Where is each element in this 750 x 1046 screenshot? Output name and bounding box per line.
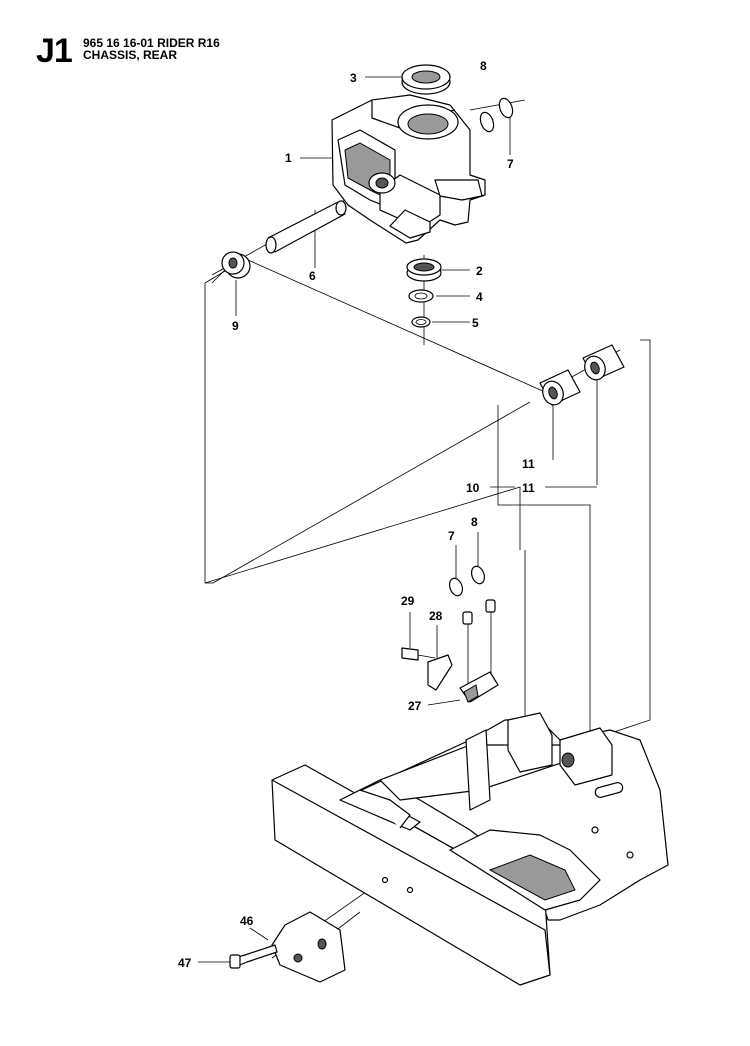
callout-47: 47 (178, 956, 192, 970)
bushing-left (539, 369, 581, 406)
callout-29: 29 (401, 594, 415, 608)
callout-46: 46 (240, 914, 254, 928)
callout-9: 9 (232, 319, 239, 333)
bushing-right (582, 344, 625, 381)
seal-ring (401, 64, 451, 95)
circlip (411, 316, 431, 328)
bearing (406, 258, 442, 282)
callout-11: 11 (522, 457, 535, 471)
callout-6: 6 (309, 269, 316, 283)
callout-labels: 3 8 1 7 6 2 4 5 9 11 10 11 7 8 29 28 27 … (178, 59, 535, 970)
spacer-washer (221, 251, 251, 279)
callout-3: 3 (350, 71, 357, 85)
diagram-header: J1 965 16 16-01 RIDER R16 CHASSIS, REAR (0, 0, 750, 80)
pivot-housing (331, 94, 486, 244)
washer (408, 289, 434, 303)
washers-upper (479, 97, 514, 133)
model-title: 965 16 16-01 RIDER R16 (83, 36, 220, 50)
hitch-bolt (229, 944, 278, 969)
pivot-pin (265, 200, 347, 254)
hitch-bracket (271, 911, 346, 983)
callout-4: 4 (476, 290, 483, 304)
callout-27: 27 (408, 699, 422, 713)
washers-lower (448, 565, 486, 597)
callout-28: 28 (429, 609, 443, 623)
callout-11-second: 11 (522, 481, 535, 495)
bracket-assembly (401, 599, 499, 703)
chassis-frame (271, 712, 669, 986)
section-code: J1 (36, 32, 73, 70)
callout-2: 2 (476, 264, 483, 278)
assembly-title: CHASSIS, REAR (83, 48, 178, 62)
callout-5: 5 (472, 316, 479, 330)
callout-7-lower: 7 (448, 529, 455, 543)
callout-8-lower: 8 (471, 515, 478, 529)
callout-1: 1 (285, 151, 292, 165)
callout-8: 8 (480, 59, 487, 73)
callout-10: 10 (466, 481, 480, 495)
callout-7: 7 (507, 157, 514, 171)
